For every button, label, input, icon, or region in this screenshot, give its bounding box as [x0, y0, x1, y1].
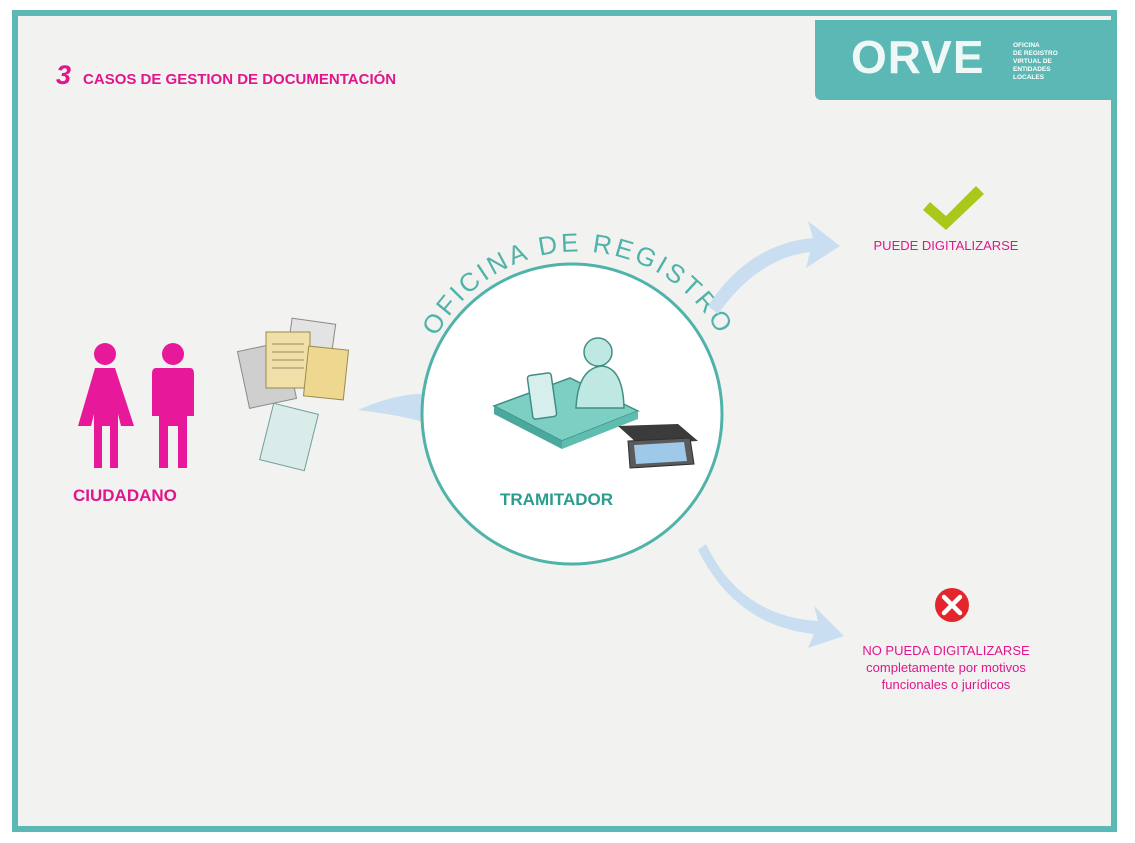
citizen-label: CIUDADANO	[73, 486, 177, 505]
outcome-no-label: NO PUEDA DIGITALIZARSE completamente por…	[862, 643, 1030, 692]
logo-wordmark: ORVE	[851, 31, 985, 83]
slide-frame: 3 CASOS DE GESTION DE DOCUMENTACIÓN ORVE…	[12, 10, 1117, 832]
worker-desk-icon	[492, 337, 698, 469]
slide-heading: CASOS DE GESTION DE DOCUMENTACIÓN	[83, 71, 397, 88]
slide-number: 3	[56, 60, 72, 90]
logo-subtitle: OFICINA DE REGISTRO VIRTUAL DE ENTIDADES…	[1013, 42, 1058, 81]
man-icon	[152, 343, 194, 468]
outcome-yes-label: PUEDE DIGITALIZARSE	[873, 238, 1019, 253]
office-label: TRAMITADOR	[500, 490, 613, 509]
arrow-down-right	[698, 544, 844, 648]
documents-icon	[236, 317, 350, 472]
woman-icon	[78, 343, 134, 468]
diagram-canvas: OFICINA DE REGISTRO	[78, 186, 984, 648]
orve-logo: ORVE OFICINA DE REGISTRO VIRTUAL DE ENTI…	[815, 20, 1111, 100]
check-icon	[923, 186, 984, 230]
slide-title: 3 CASOS DE GESTION DE DOCUMENTACIÓN	[56, 60, 396, 91]
cross-icon	[935, 588, 969, 622]
arrow-up-right	[708, 221, 840, 314]
